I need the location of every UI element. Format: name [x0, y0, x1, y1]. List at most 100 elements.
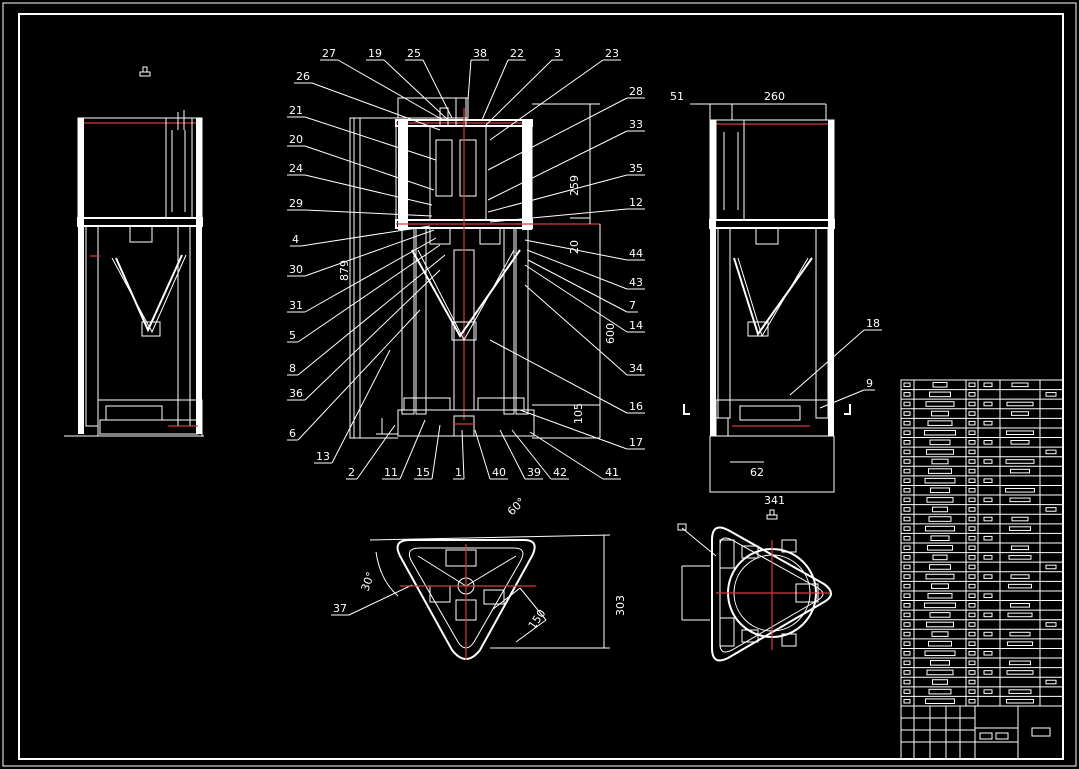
parts-row [903, 429, 1034, 436]
parts-row [903, 688, 1032, 695]
balloon-number: 42 [553, 466, 567, 479]
balloon-callout: 38 [467, 47, 489, 101]
dim-105: 105 [572, 403, 585, 424]
parts-list-title-block [900, 379, 1064, 760]
parts-row [903, 612, 1033, 618]
balloon-callout: 19 [366, 47, 449, 121]
balloon-number: 31 [289, 299, 303, 312]
balloon-number: 7 [629, 299, 636, 312]
balloon-callout: 5 [287, 244, 441, 343]
parts-row [903, 554, 1032, 561]
left-elevation-view [64, 66, 204, 437]
balloon-callout: 15 [414, 424, 441, 480]
balloon-number: 12 [629, 196, 643, 209]
balloon-callout: 34 [524, 284, 645, 376]
balloon-number: 18 [866, 317, 880, 330]
parts-row [903, 592, 993, 599]
balloon-number: 9 [866, 377, 873, 390]
balloon-callout: 17 [519, 409, 645, 450]
dim-303: 303 [614, 595, 627, 616]
balloon-callout: 6 [287, 309, 421, 441]
parts-row [903, 564, 1057, 570]
bottom-plan-view [369, 534, 611, 660]
balloon-number: 44 [629, 247, 643, 260]
balloon-number: 34 [629, 362, 643, 375]
balloon-number: 1 [455, 466, 462, 479]
dim-879: 879 [338, 260, 351, 281]
parts-row [903, 449, 1057, 455]
balloon-callout: 7 [527, 259, 638, 313]
balloon-number: 24 [289, 162, 303, 175]
top-plan-view [677, 509, 832, 662]
parts-row [903, 650, 993, 657]
balloon-number: 26 [296, 70, 310, 83]
balloon-callout: 8 [287, 254, 446, 376]
balloon-callout: 21 [287, 104, 437, 161]
parts-row [903, 545, 1029, 551]
dim-600: 600 [604, 323, 617, 344]
balloon-callout: 9 [819, 377, 875, 409]
balloon-callout: 29 [287, 197, 433, 217]
balloon-number: 35 [629, 162, 643, 175]
balloon-callout: 1 [453, 429, 465, 480]
parts-row [903, 410, 1029, 417]
dim-20: 20 [568, 240, 581, 254]
balloon-callout: 31 [287, 237, 437, 313]
balloon-number: 38 [473, 47, 487, 60]
balloon-number: 8 [289, 362, 296, 375]
parts-row [903, 525, 1031, 532]
parts-row [903, 583, 1032, 589]
balloon-number: 27 [322, 47, 336, 60]
balloon-number: 22 [510, 47, 524, 60]
balloon-callout: 36 [287, 269, 441, 401]
balloon-callout: 43 [526, 249, 645, 290]
balloon-callout: 11 [382, 419, 426, 480]
balloon-number: 3 [554, 47, 561, 60]
balloon-number: 16 [629, 400, 643, 413]
view-symbol-icon [766, 509, 778, 520]
parts-row [903, 468, 1030, 474]
balloon-number: 39 [527, 466, 541, 479]
parts-row [903, 516, 1029, 522]
balloon-callout: 40 [474, 429, 508, 480]
balloon-number: 2 [348, 466, 355, 479]
balloon-number: 30 [289, 263, 303, 276]
balloon-callout: 24 [287, 162, 433, 206]
balloon-callout: 37 [331, 584, 413, 616]
balloon-number: 4 [292, 233, 299, 246]
balloon-callout: 27 [320, 47, 444, 121]
parts-row [903, 640, 1033, 647]
bottom-view-balloons: 37 [331, 584, 413, 616]
balloon-number: 43 [629, 276, 643, 289]
balloon-callout: 2 [346, 424, 396, 480]
parts-row [903, 458, 1035, 465]
balloon-callout: 44 [524, 239, 645, 261]
parts-row [903, 660, 1031, 666]
parts-row [903, 497, 1031, 503]
balloon-callout: 28 [487, 85, 645, 171]
dim-260: 260 [764, 90, 785, 103]
balloon-callout: 16 [489, 339, 645, 414]
parts-row [903, 631, 1031, 637]
balloon-number: 41 [605, 466, 619, 479]
parts-row [903, 573, 1030, 580]
right-elevation-view [683, 103, 851, 493]
parts-row [903, 506, 1057, 513]
parts-row [903, 669, 1034, 676]
balloon-number: 21 [289, 104, 303, 117]
balloon-number: 29 [289, 197, 303, 210]
parts-row [903, 401, 1034, 407]
parts-row [903, 420, 993, 426]
parts-row [903, 439, 1030, 446]
balloon-number: 15 [416, 466, 430, 479]
balloon-callout: 18 [789, 317, 882, 396]
dim-60-deg: 60° [505, 495, 528, 518]
parts-row [903, 487, 1035, 494]
dim-30-deg: 30° [359, 570, 378, 593]
side-view-balloons: 18 9 [789, 317, 882, 409]
dim-51: 51 [670, 90, 684, 103]
parts-row [903, 535, 993, 541]
